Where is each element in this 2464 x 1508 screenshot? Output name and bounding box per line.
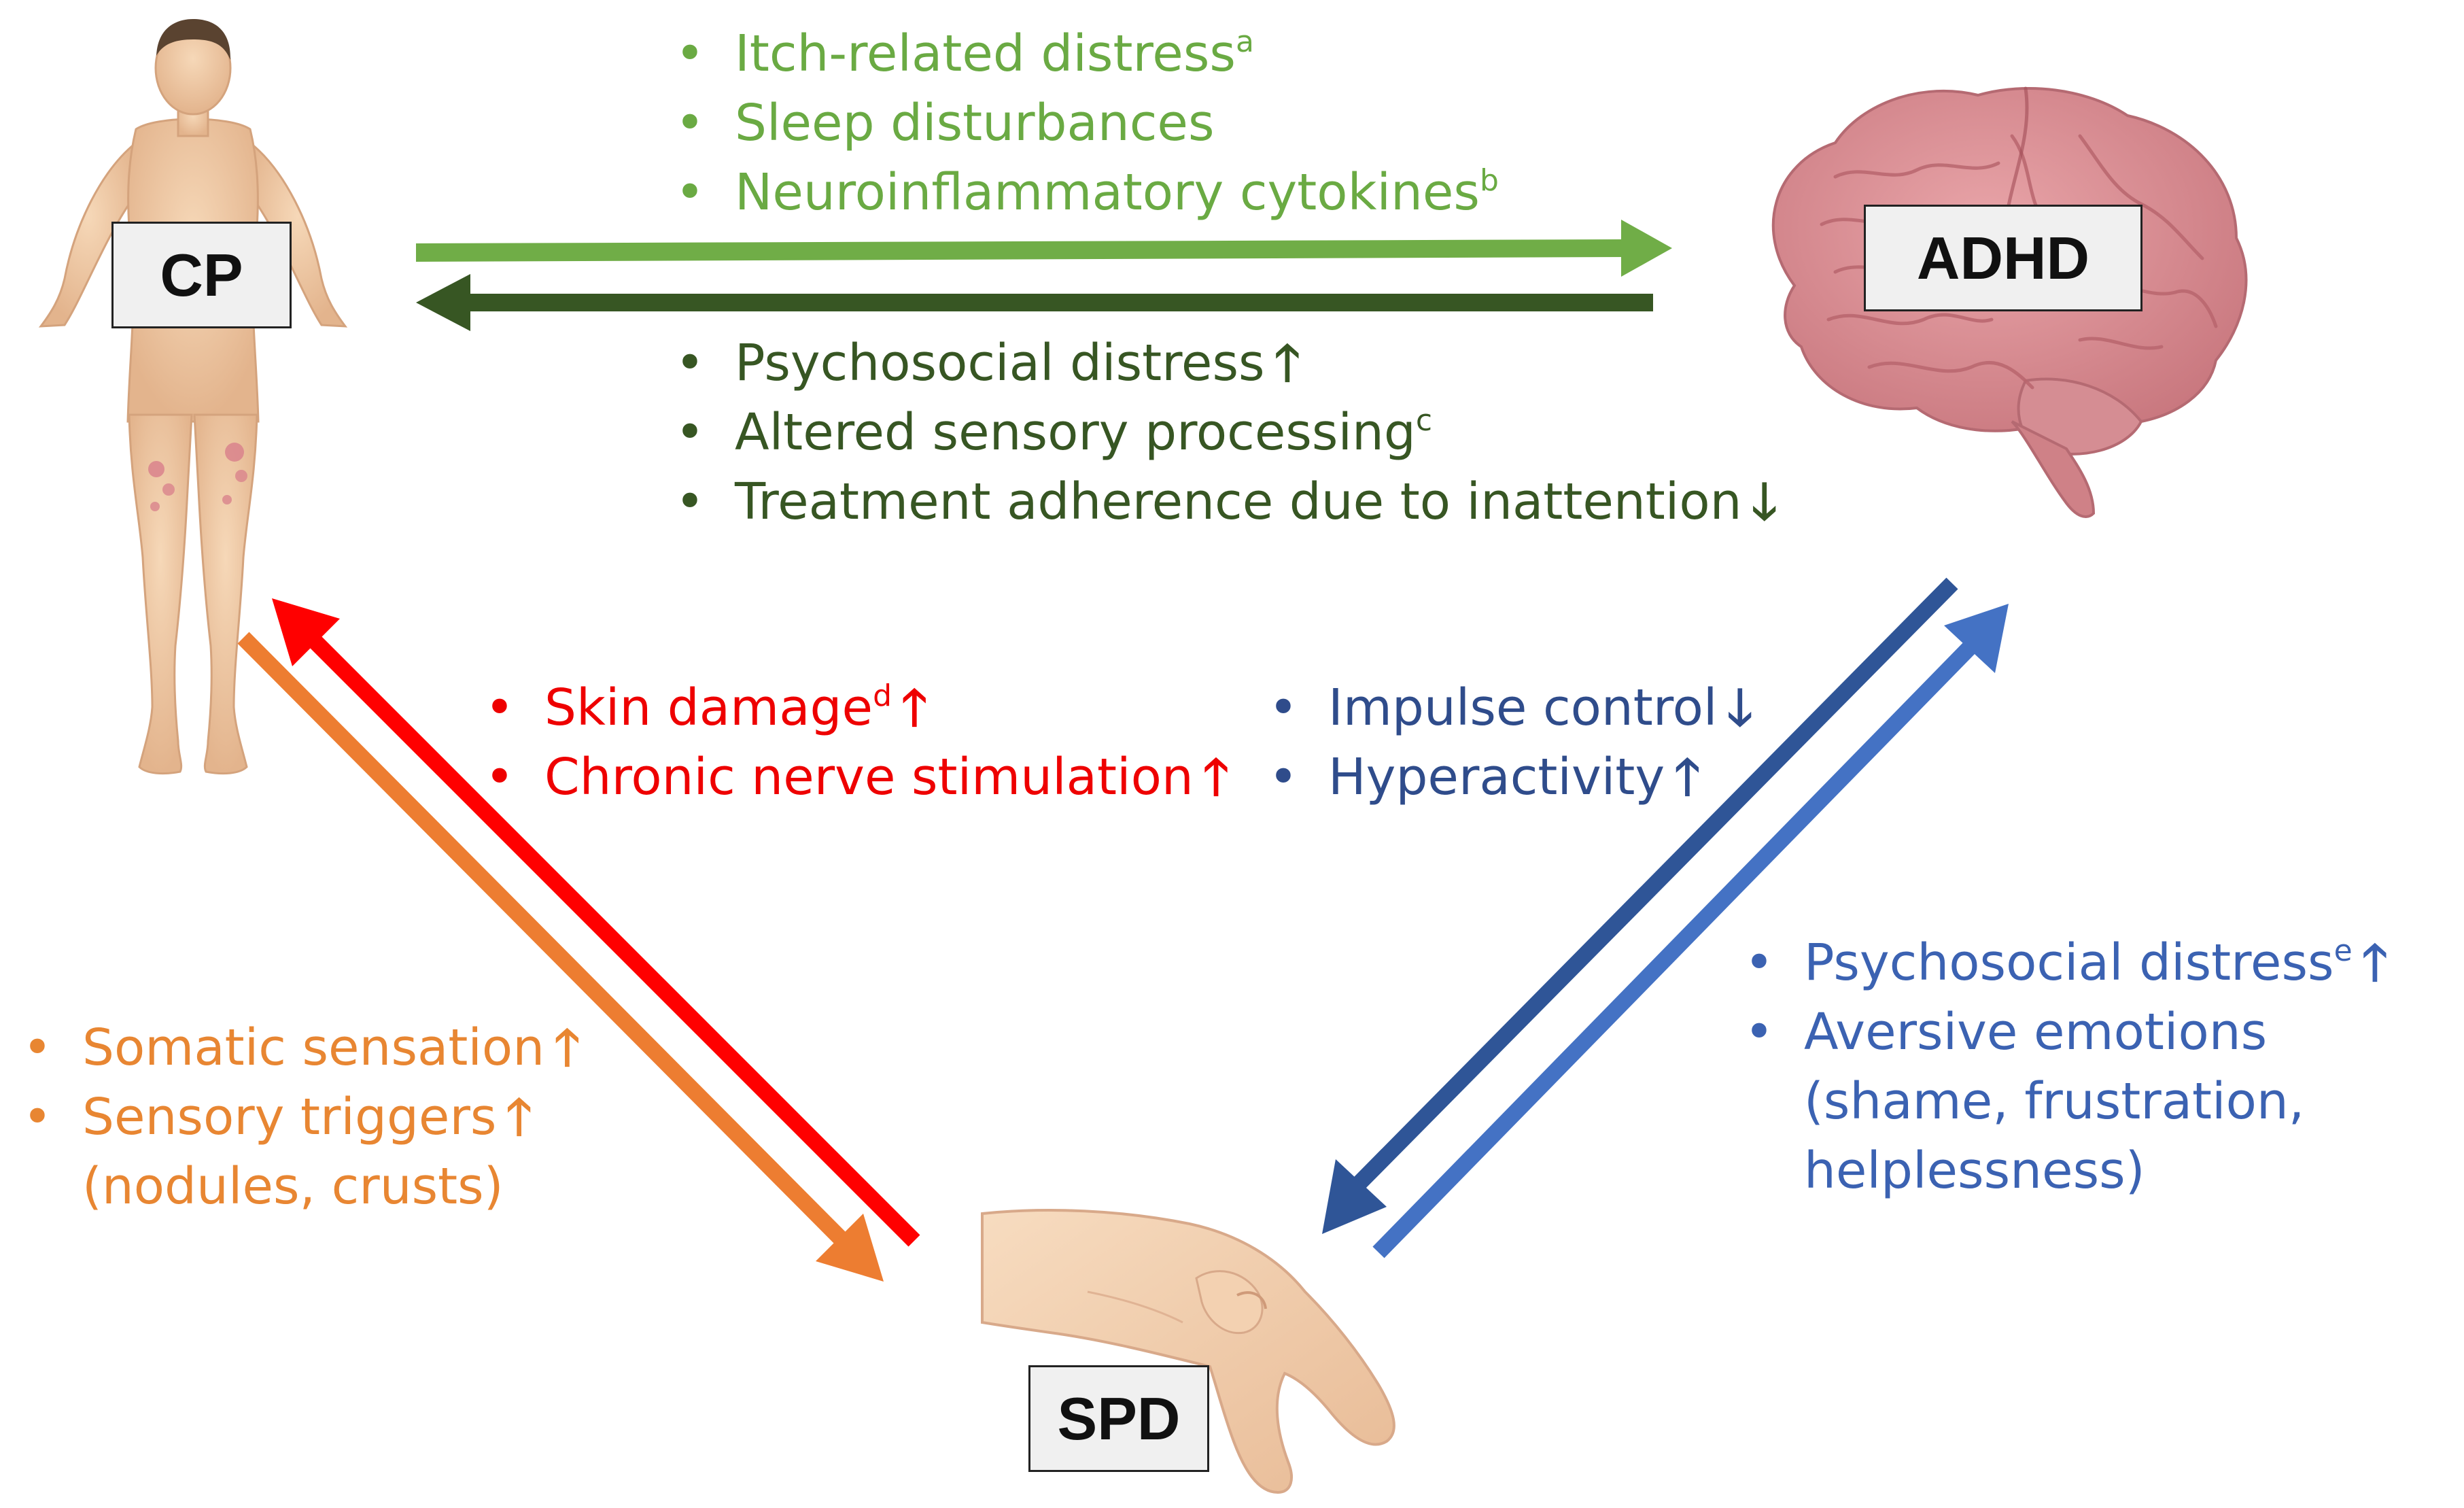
item-text-part: Sensory triggers (82, 1088, 497, 1146)
item-text: Psychosocial distress (1804, 933, 2334, 992)
arrow-cp-to-spd (237, 632, 884, 1282)
list-item: • Skin damaged 🡑 (479, 673, 1229, 742)
list-adhd-to-spd: • Impulse control🡓 • Hyperactivity🡑 (1263, 673, 1753, 812)
list-item: • Itch-related distressa (670, 19, 1499, 88)
list-item: • Psychosocial distresse🡑 (1739, 928, 2464, 997)
item-text: Aversive emotions (shame, frustration, h… (1804, 1003, 2305, 1200)
item-text: Chronic nerve stimulation (544, 748, 1194, 806)
up-arrow-icon: 🡑 (1202, 748, 1230, 806)
list-spd-to-adhd: • Psychosocial distresse🡑 • Aversive emoti… (1739, 928, 2464, 1205)
up-arrow-icon: 🡑 (506, 1088, 532, 1146)
bullet: • (22, 1088, 52, 1146)
bullet: • (675, 403, 705, 462)
list-item: • Hyperactivity🡑 (1263, 742, 1753, 812)
list-item: • Aversive emotions (shame, frustration, … (1739, 997, 2464, 1205)
arrow-adhd-to-cp (416, 274, 1653, 331)
hand-scratching-icon (981, 1209, 1395, 1494)
node-adhd-label: ADHD (1916, 224, 2090, 292)
item-text: Sleep disturbances (735, 94, 1215, 152)
up-arrow-icon: 🡑 (2361, 933, 2389, 992)
up-arrow-icon: 🡑 (1674, 748, 1701, 806)
list-item: • Impulse control🡓 (1263, 673, 1753, 742)
item-text: Skin damage (544, 679, 873, 737)
node-cp-label: CP (160, 241, 243, 309)
list-spd-to-cp: • Skin damaged 🡑 • Chronic nerve stimulatio… (479, 673, 1229, 812)
item-text: Itch-related distress (735, 24, 1236, 83)
list-item: • Chronic nerve stimulation🡑 (479, 742, 1229, 812)
up-arrow-icon: 🡑 (901, 679, 928, 737)
footnote-mark: e (2333, 933, 2353, 968)
list-item: • Sleep disturbances (670, 88, 1499, 158)
item-text: Psychosocial distress (735, 334, 1265, 392)
item-text: Sensory triggers🡑(nodules, crusts) (82, 1088, 532, 1216)
bullet: • (1268, 679, 1298, 737)
arrow-spd-to-adhd (1372, 604, 2009, 1258)
bullet: • (1744, 1003, 1774, 1061)
arrow-spd-to-cp (272, 598, 920, 1247)
node-spd-label: SPD (1057, 1384, 1181, 1452)
bullet: • (22, 1018, 52, 1077)
bullet: • (1268, 748, 1298, 806)
item-text: Altered sensory processing (735, 403, 1416, 462)
down-arrow-icon: 🡓 (1726, 679, 1753, 737)
footnote-mark: a (1235, 24, 1254, 59)
list-item: • Altered sensory processingc (670, 398, 1777, 467)
node-spd: SPD (1028, 1365, 1209, 1472)
up-arrow-icon: 🡑 (554, 1018, 580, 1077)
arrow-cp-to-adhd (416, 220, 1672, 277)
bullet: • (675, 94, 705, 152)
item-text-part: (nodules, crusts) (82, 1157, 504, 1216)
item-text: Neuroinflammatory cytokines (735, 163, 1480, 222)
bullet: • (675, 163, 705, 222)
up-arrow-icon: 🡑 (1274, 334, 1301, 392)
human-body-icon (38, 19, 348, 775)
item-text: Treatment adherence due to inattention (735, 473, 1742, 531)
list-adhd-to-cp: • Psychosocial distress🡑 • Altered sensory… (670, 328, 1777, 536)
bullet: • (675, 334, 705, 392)
bullet: • (1744, 933, 1774, 992)
bullet: • (485, 679, 515, 737)
node-adhd: ADHD (1864, 205, 2142, 311)
item-text: Impulse control (1328, 679, 1718, 737)
arrow-adhd-to-spd (1322, 577, 1958, 1234)
bullet: • (675, 473, 705, 531)
item-text: Hyperactivity (1328, 748, 1665, 806)
list-item: • Treatment adherence due to inattention🡓 (670, 467, 1777, 536)
down-arrow-icon: 🡓 (1751, 473, 1778, 531)
list-item: • Somatic sensation🡑 (17, 1013, 580, 1082)
list-item: • Sensory triggers🡑(nodules, crusts) (17, 1082, 572, 1221)
list-cp-to-spd: •Somatic sensation🡑 •Sensory triggers🡑(n… (17, 1013, 580, 1221)
list-cp-to-adhd: • Itch-related distressa • Sleep disturban… (670, 19, 1499, 227)
node-cp: CP (111, 222, 292, 328)
footnote-mark: b (1479, 163, 1499, 198)
list-item: • Psychosocial distress🡑 (670, 328, 1777, 398)
list-item: • Neuroinflammatory cytokinesb (670, 158, 1499, 227)
item-text: Somatic sensation (82, 1018, 545, 1077)
footnote-mark: d (873, 679, 892, 713)
bullet: • (675, 24, 705, 83)
footnote-mark: c (1415, 403, 1433, 438)
bullet: • (485, 748, 515, 806)
